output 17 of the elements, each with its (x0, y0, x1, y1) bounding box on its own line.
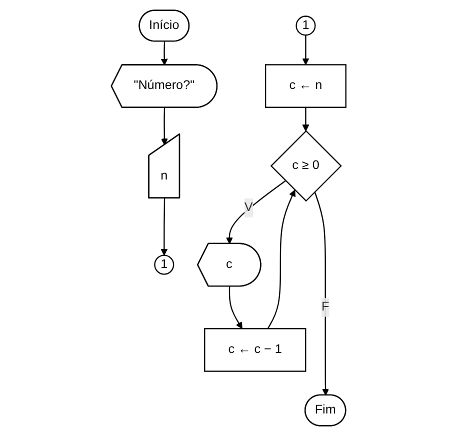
edge-label: F (322, 300, 330, 314)
node-box (265, 64, 347, 108)
node-diamond (270, 130, 342, 202)
arrow (302, 35, 310, 66)
node-circle (154, 254, 175, 275)
arrow (161, 198, 168, 256)
edge-label: V (244, 200, 254, 214)
arrow (229, 286, 243, 329)
node-circle (296, 16, 316, 36)
arrow (314, 192, 330, 396)
arrow (268, 190, 296, 329)
arrow (302, 107, 310, 132)
flowchart: V F Início "Número?" n 1 1 c ← n c ≥ 0 c c ← c − 1 Fim (105, 4, 353, 432)
arrow (161, 108, 168, 146)
arrow (161, 41, 168, 66)
node-box (204, 328, 307, 372)
arrow (226, 180, 286, 244)
